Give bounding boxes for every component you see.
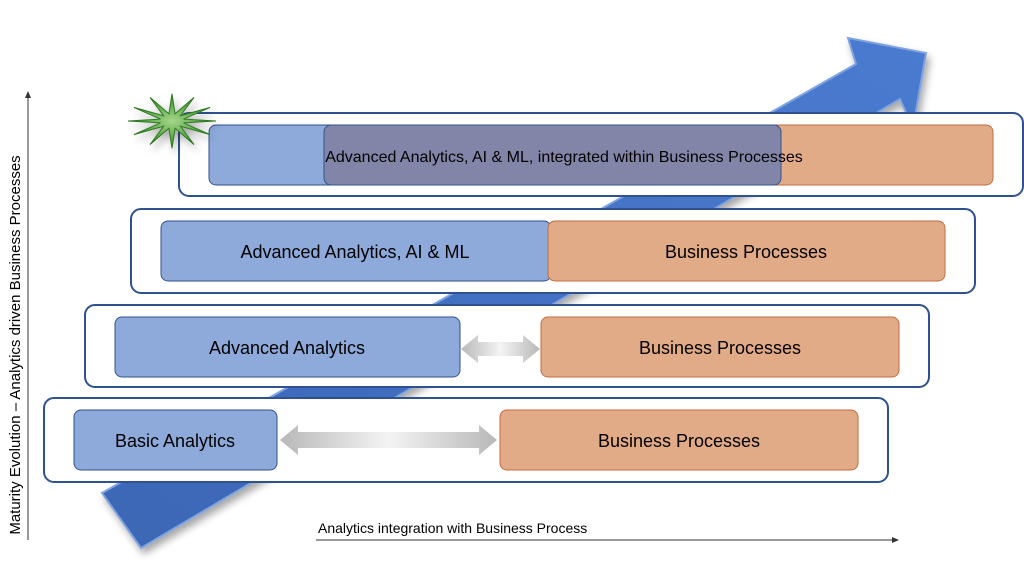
- y-axis-label: Maturity Evolution – Analytics driven Bu…: [7, 155, 24, 534]
- integrated-label: Advanced Analytics, AI & ML, integrated …: [325, 149, 803, 166]
- business-process-box-3: [547, 220, 946, 282]
- level-1-frame: Basic Analytics Business Processes: [43, 397, 889, 483]
- basic-analytics-box: [73, 409, 278, 471]
- star-burst-icon: [127, 93, 217, 149]
- x-axis-label: Analytics integration with Business Proc…: [318, 520, 587, 536]
- advanced-analytics-box: [114, 316, 461, 378]
- business-process-label-3: Business Processes: [665, 242, 827, 262]
- advanced-analytics-ai-ml-label: Advanced Analytics, AI & ML: [240, 242, 469, 262]
- level-4-frame: Advanced Analytics, AI & ML, integrated …: [178, 112, 1024, 197]
- integrated-overlap-box: [323, 124, 782, 186]
- double-arrow-icon: [280, 425, 497, 455]
- basic-analytics-label: Basic Analytics: [115, 431, 235, 451]
- business-process-box-1: [499, 409, 859, 471]
- x-axis: [316, 537, 899, 543]
- business-process-label-2: Business Processes: [639, 338, 801, 358]
- business-process-box-2: [540, 316, 900, 378]
- y-axis: [25, 91, 31, 540]
- level-3-frame: Advanced Analytics, AI & ML Business Pro…: [130, 208, 976, 294]
- level-2-frame: Advanced Analytics Business Processes: [84, 304, 930, 388]
- business-process-label-1: Business Processes: [598, 431, 760, 451]
- advanced-analytics-label: Advanced Analytics: [209, 338, 365, 358]
- double-arrow-icon: [461, 335, 540, 363]
